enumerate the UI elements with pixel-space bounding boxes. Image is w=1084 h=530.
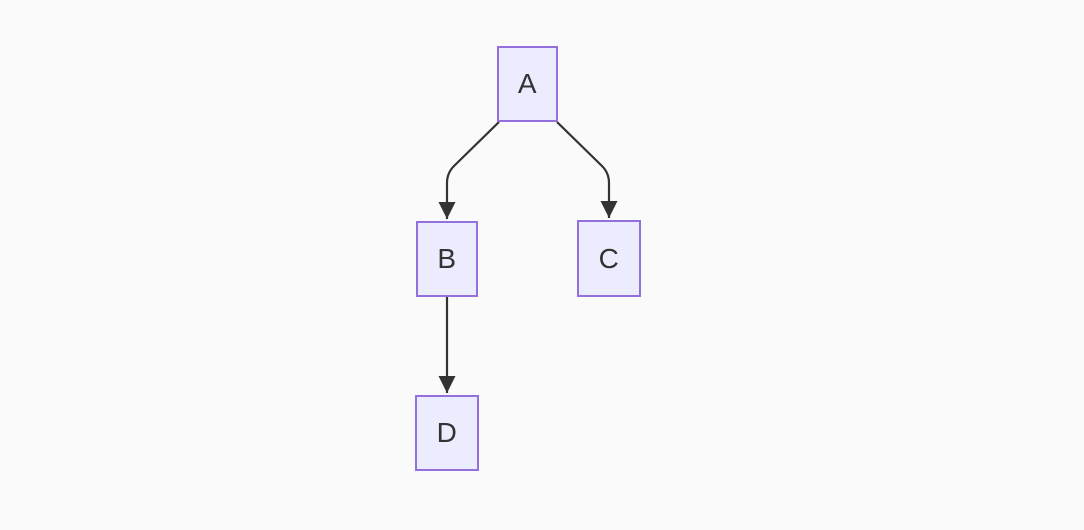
node-C: C	[577, 220, 641, 297]
edge-A-C	[556, 121, 618, 218]
node-B-label: B	[437, 243, 457, 274]
node-A-label: A	[517, 68, 538, 99]
node-D-label: D	[436, 417, 458, 448]
node-D: D	[415, 395, 479, 471]
node-C-label: C	[598, 242, 620, 274]
edge-A-B	[438, 121, 500, 219]
node-A: A	[497, 46, 558, 122]
node-B: B	[416, 221, 478, 297]
